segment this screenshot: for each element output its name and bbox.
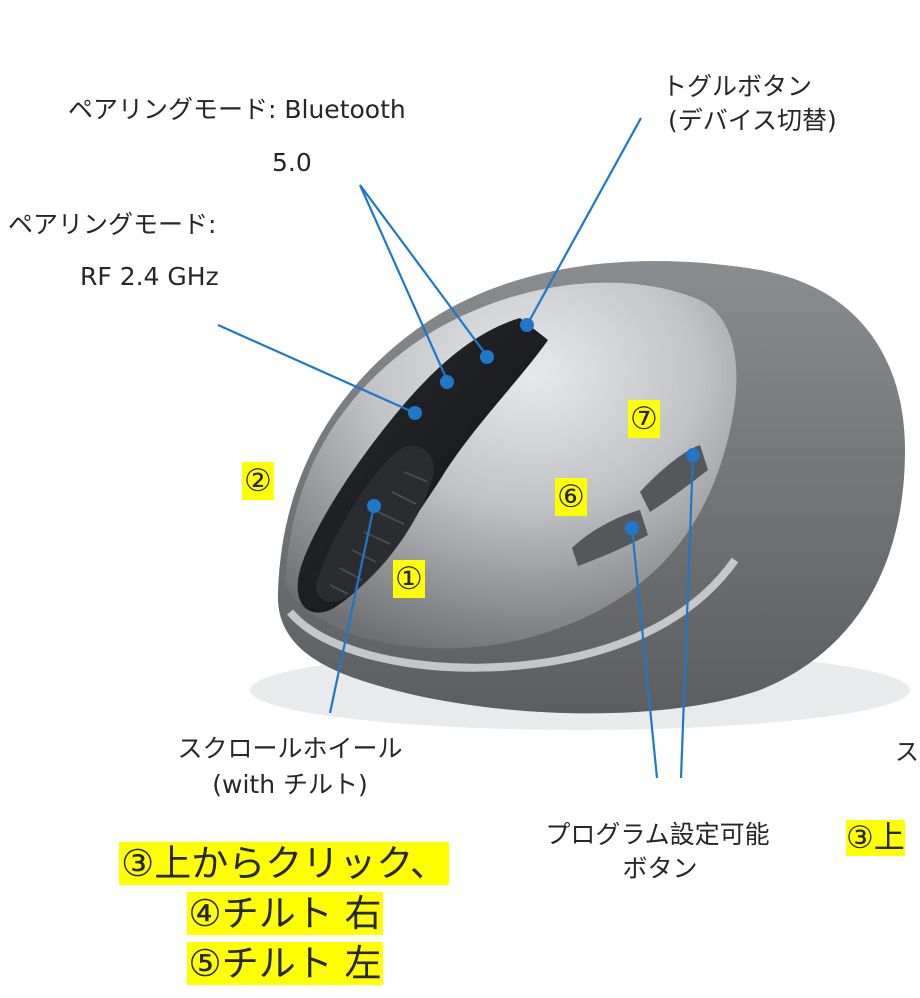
rf-mode-label-line2: RF 2.4 GHz (80, 262, 219, 291)
programmable-button-label-line1: プログラム設定可能 (545, 820, 770, 849)
marker-2: ② (242, 462, 274, 500)
right-edge-partial-char: ス (895, 738, 919, 766)
right-edge-cut-action: ③上 (846, 820, 905, 856)
marker-6: ⑥ (555, 478, 587, 516)
mouse-top-shell (285, 282, 737, 649)
scroll-wheel-label-line2: (with チルト) (212, 770, 368, 799)
wheel-action-3: ⑤チルト 左 (186, 942, 384, 985)
marker-1: ① (393, 560, 425, 598)
programmable-button-label-line2: ボタン (622, 854, 698, 883)
toggle-button-label-line2: (デバイス切替) (668, 106, 837, 135)
scroll-wheel (316, 445, 434, 603)
wheel-action-1: ③上からクリック、 (119, 842, 449, 885)
toggle-button-label-line1: トグルボタン (662, 72, 813, 101)
rf-mode-label-line1: ペアリングモード: (8, 210, 217, 239)
marker-7: ⑦ (628, 400, 660, 438)
leader-dots (367, 318, 700, 535)
side-button-back (640, 445, 708, 512)
scroll-wheel-label-line1: スクロールホイール (177, 734, 403, 763)
bt-mode-label-line2: 5.0 (272, 148, 312, 177)
mouse-rim (286, 557, 739, 672)
leader-lines (217, 117, 695, 779)
bt-mode-label-line1: ペアリングモード: Bluetooth (68, 95, 406, 124)
wheel-action-2: ④チルト 右 (186, 892, 384, 935)
